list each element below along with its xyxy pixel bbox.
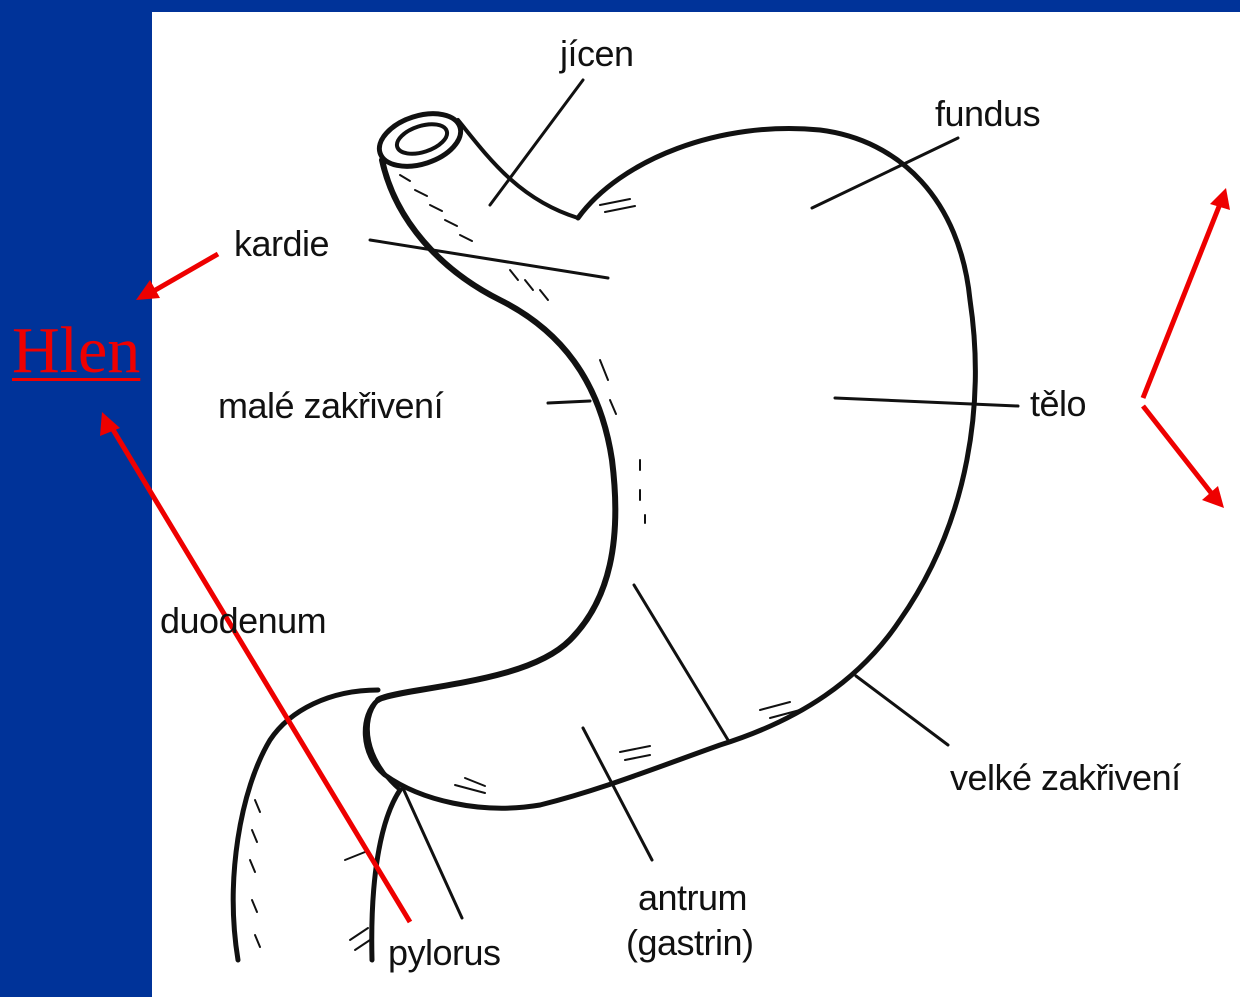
greater-curvature	[365, 128, 975, 808]
esophagus-opening-outer	[373, 104, 468, 176]
lesser-curvature	[378, 160, 615, 700]
label-antrum: antrum	[638, 880, 747, 916]
shading-hatches	[250, 175, 800, 950]
arrow-kardie-to-hlen	[152, 254, 218, 292]
label-male-zakriveni: malé zakřivení	[218, 388, 443, 424]
duodenum-outer	[233, 690, 378, 960]
arrow-telo-up	[1143, 204, 1220, 398]
arrow-pylorus-to-hlen	[112, 428, 410, 922]
label-jicen: jícen	[560, 36, 634, 72]
label-fundus: fundus	[935, 96, 1040, 132]
label-velke-zakriveni: velké zakřivení	[950, 760, 1181, 796]
label-gastrin: (gastrin)	[626, 925, 754, 961]
leader-lines	[370, 80, 1018, 918]
label-pylorus: pylorus	[388, 935, 501, 971]
label-telo: tělo	[1030, 386, 1086, 422]
red-arrows	[100, 188, 1230, 922]
label-duodenum: duodenum	[160, 603, 326, 639]
label-kardie: kardie	[234, 226, 329, 262]
hlen-link[interactable]: Hlen	[12, 318, 140, 384]
arrow-telo-down	[1143, 406, 1212, 494]
